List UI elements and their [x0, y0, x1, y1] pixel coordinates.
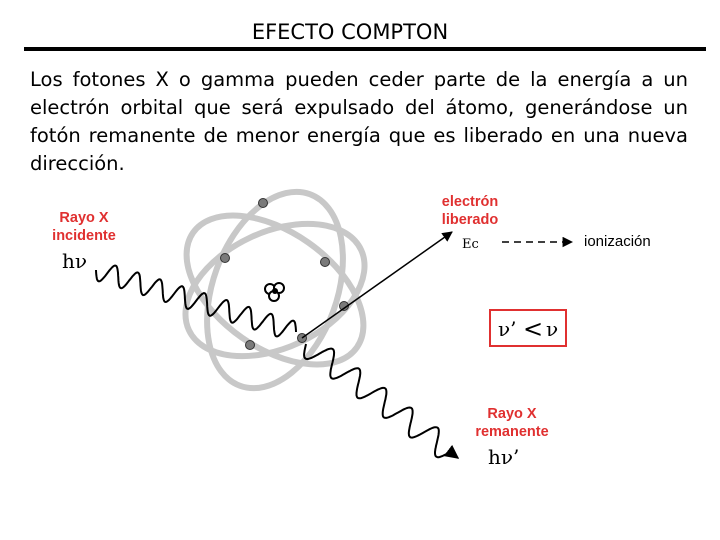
incident-photon-wave [95, 264, 297, 338]
electron-label-line2: liberado [442, 212, 499, 228]
page-title: EFECTO COMPTON [251, 20, 449, 44]
electron-dot [320, 257, 330, 267]
electron-dot [258, 198, 268, 208]
orbit-ring [183, 212, 367, 368]
electron-dot [245, 340, 255, 350]
title-underline [24, 47, 706, 51]
incident-label-line2: incidente [52, 228, 116, 244]
nucleus [264, 282, 285, 302]
incident-frequency-symbol: ν [546, 317, 558, 341]
description-paragraph: Los fotones X o gamma pueden ceder parte… [30, 68, 688, 175]
atom [182, 188, 368, 392]
incident-energy-symbol: hν [62, 249, 87, 273]
scattered-frequency-symbol: ν’ [498, 317, 517, 341]
scattered-label-line2: remanente [475, 424, 548, 440]
orbit-ring [182, 220, 368, 360]
ionization-label: ionización [584, 233, 651, 250]
frequency-inequality-box [489, 309, 567, 347]
ejected-electron-arrow [301, 231, 453, 339]
scattered-photon-wave [303, 343, 460, 459]
electron-dot [220, 253, 230, 263]
less-than-sign: < [523, 315, 543, 343]
scattered-label-line1: Rayo X [487, 406, 536, 422]
orbit-ring [204, 188, 346, 392]
electron-label-line1: electrón [442, 194, 498, 210]
kinetic-energy-label: Ec [462, 237, 479, 252]
incident-label-line1: Rayo X [59, 210, 108, 226]
scattered-energy-symbol: hν’ [488, 445, 519, 469]
